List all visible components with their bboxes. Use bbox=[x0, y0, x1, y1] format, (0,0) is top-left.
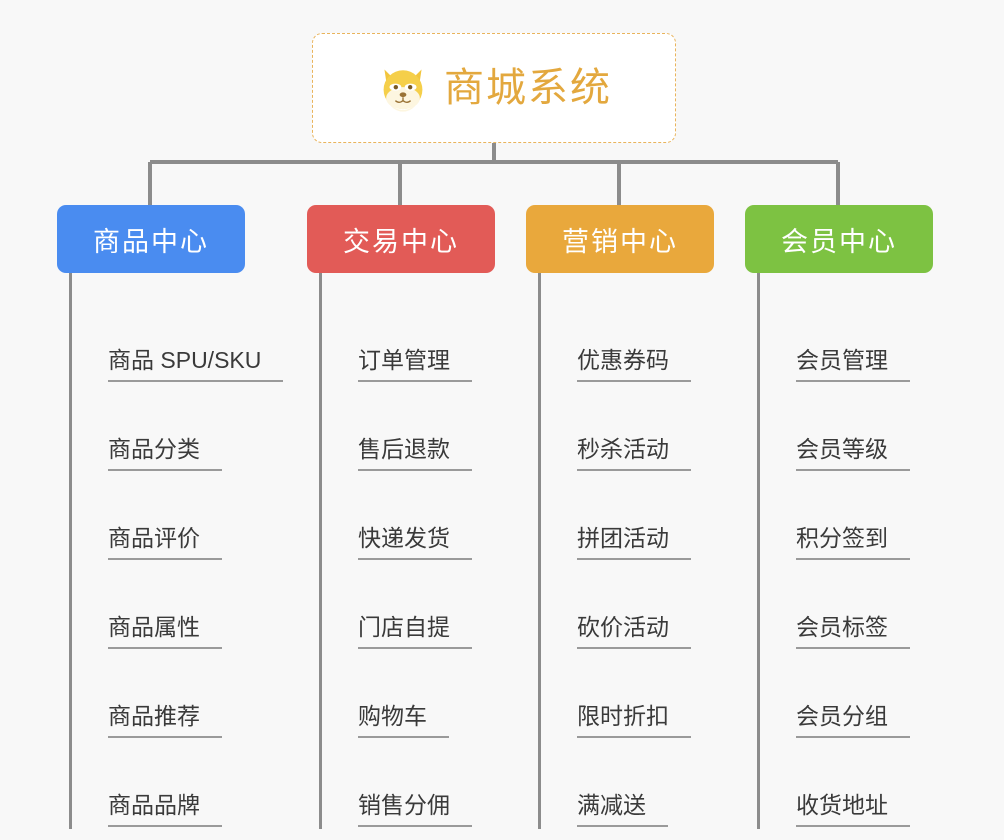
leaf-label: 商品分类 bbox=[108, 436, 222, 471]
column-product-center: 商品中心 商品 SPU/SKU 商品分类 商品评价 商品属性 商品推荐 商品品牌 bbox=[57, 205, 284, 829]
leaf-label: 商品评价 bbox=[108, 525, 222, 560]
leaf-label: 售后退款 bbox=[358, 436, 472, 471]
list-item[interactable]: 拼团活动 bbox=[553, 473, 741, 562]
list-item[interactable]: 商品品牌 bbox=[84, 740, 272, 829]
leaf-label: 门店自提 bbox=[358, 614, 472, 649]
root-node[interactable]: 商城系统 bbox=[312, 33, 676, 143]
leaf-label: 收货地址 bbox=[796, 792, 910, 827]
shiba-dog-face-icon bbox=[383, 69, 423, 112]
list-item[interactable]: 收货地址 bbox=[772, 740, 960, 829]
leaf-label: 快递发货 bbox=[358, 525, 472, 560]
leaf-label: 满减送 bbox=[577, 792, 668, 827]
root-title: 商城系统 bbox=[444, 66, 612, 110]
leaf-label: 商品属性 bbox=[108, 614, 222, 649]
category-header-member-center[interactable]: 会员中心 bbox=[745, 205, 933, 273]
leaf-label: 拼团活动 bbox=[577, 525, 691, 560]
list-item[interactable]: 销售分佣 bbox=[334, 740, 522, 829]
leaf-label: 砍价活动 bbox=[577, 614, 691, 649]
leaf-list-product-center: 商品 SPU/SKU 商品分类 商品评价 商品属性 商品推荐 商品品牌 bbox=[69, 273, 284, 829]
category-header-product-center[interactable]: 商品中心 bbox=[57, 205, 245, 273]
list-item[interactable]: 砍价活动 bbox=[553, 562, 741, 651]
leaf-label: 积分签到 bbox=[796, 525, 910, 560]
list-item[interactable]: 积分签到 bbox=[772, 473, 960, 562]
leaf-label: 购物车 bbox=[358, 703, 449, 738]
leaf-label: 限时折扣 bbox=[577, 703, 691, 738]
list-item[interactable]: 门店自提 bbox=[334, 562, 522, 651]
leaf-label: 会员分组 bbox=[796, 703, 910, 738]
list-item[interactable]: 售后退款 bbox=[334, 384, 522, 473]
list-item[interactable]: 会员管理 bbox=[772, 295, 960, 384]
list-item[interactable]: 会员等级 bbox=[772, 384, 960, 473]
column-marketing-center: 营销中心 优惠券码 秒杀活动 拼团活动 砍价活动 限时折扣 满减送 bbox=[526, 205, 741, 829]
list-item[interactable]: 快递发货 bbox=[334, 473, 522, 562]
list-item[interactable]: 订单管理 bbox=[334, 295, 522, 384]
column-trade-center: 交易中心 订单管理 售后退款 快递发货 门店自提 购物车 销售分佣 bbox=[307, 205, 522, 829]
leaf-label: 会员管理 bbox=[796, 347, 910, 382]
leaf-label: 销售分佣 bbox=[358, 792, 472, 827]
list-item[interactable]: 限时折扣 bbox=[553, 651, 741, 740]
leaf-label: 会员标签 bbox=[796, 614, 910, 649]
category-header-marketing-center[interactable]: 营销中心 bbox=[526, 205, 714, 273]
list-item[interactable]: 商品推荐 bbox=[84, 651, 272, 740]
leaf-list-member-center: 会员管理 会员等级 积分签到 会员标签 会员分组 收货地址 bbox=[757, 273, 960, 829]
list-item[interactable]: 购物车 bbox=[334, 651, 522, 740]
list-item[interactable]: 商品属性 bbox=[84, 562, 272, 651]
list-item[interactable]: 商品评价 bbox=[84, 473, 272, 562]
leaf-label: 商品推荐 bbox=[108, 703, 222, 738]
list-item[interactable]: 商品分类 bbox=[84, 384, 272, 473]
category-label: 会员中心 bbox=[781, 226, 897, 257]
category-header-trade-center[interactable]: 交易中心 bbox=[307, 205, 495, 273]
leaf-list-trade-center: 订单管理 售后退款 快递发货 门店自提 购物车 销售分佣 bbox=[319, 273, 522, 829]
list-item[interactable]: 优惠券码 bbox=[553, 295, 741, 384]
leaf-list-marketing-center: 优惠券码 秒杀活动 拼团活动 砍价活动 限时折扣 满减送 bbox=[538, 273, 741, 829]
list-item[interactable]: 满减送 bbox=[553, 740, 741, 829]
leaf-label: 秒杀活动 bbox=[577, 436, 691, 471]
list-item[interactable]: 会员分组 bbox=[772, 651, 960, 740]
list-item[interactable]: 会员标签 bbox=[772, 562, 960, 651]
leaf-label: 优惠券码 bbox=[577, 347, 691, 382]
leaf-label: 商品品牌 bbox=[108, 792, 222, 827]
list-item[interactable]: 商品 SPU/SKU bbox=[84, 295, 284, 384]
category-label: 商品中心 bbox=[93, 226, 209, 257]
category-label: 营销中心 bbox=[562, 226, 678, 257]
leaf-label: 会员等级 bbox=[796, 436, 910, 471]
leaf-label: 商品 SPU/SKU bbox=[108, 347, 284, 382]
category-label: 交易中心 bbox=[343, 226, 459, 257]
column-member-center: 会员中心 会员管理 会员等级 积分签到 会员标签 会员分组 收货地址 bbox=[745, 205, 960, 829]
list-item[interactable]: 秒杀活动 bbox=[553, 384, 741, 473]
leaf-label: 订单管理 bbox=[358, 347, 472, 382]
